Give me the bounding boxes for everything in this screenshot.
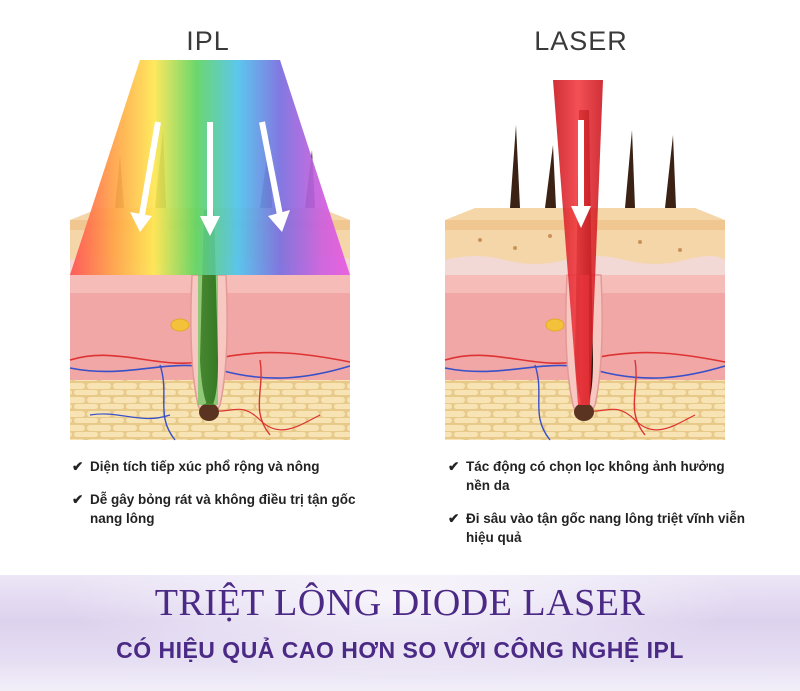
ipl-title: IPL xyxy=(186,26,230,56)
ipl-bullet-list: ✔Diện tích tiếp xúc phổ rộng và nông ✔Dễ… xyxy=(72,457,372,542)
check-icon: ✔ xyxy=(72,459,84,474)
bottom-banner: TRIỆT LÔNG DIODE LASER CÓ HIỆU QUẢ CAO H… xyxy=(0,575,800,691)
laser-bullet: ✔Đi sâu vào tận gốc nang lông triệt vĩnh… xyxy=(448,511,746,545)
laser-title: LASER xyxy=(534,26,628,56)
banner-title: TRIỆT LÔNG DIODE LASER xyxy=(154,582,646,624)
ipl-bullet: ✔Diện tích tiếp xúc phổ rộng và nông xyxy=(72,459,320,474)
laser-beam xyxy=(553,80,603,405)
laser-bullet: ✔Tác động có chọn lọc không ảnh hưởng nề… xyxy=(448,459,725,493)
banner-subtitle: CÓ HIỆU QUẢ CAO HƠN SO VỚI CÔNG NGHỆ IPL xyxy=(116,637,684,663)
ipl-bullet: ✔Dễ gây bỏng rát và không điều trị tận g… xyxy=(72,492,356,526)
sebaceous-gland xyxy=(545,318,565,332)
ipl-skin-diagram xyxy=(69,60,351,441)
laser-skin-diagram xyxy=(444,80,726,441)
check-icon: ✔ xyxy=(72,492,84,507)
light-arrows xyxy=(130,121,290,236)
check-icon: ✔ xyxy=(448,511,460,526)
sebaceous-gland xyxy=(170,318,190,332)
check-icon: ✔ xyxy=(448,459,460,474)
laser-arrow xyxy=(571,120,591,228)
laser-bullet-list: ✔Tác động có chọn lọc không ảnh hưởng nề… xyxy=(448,457,748,561)
